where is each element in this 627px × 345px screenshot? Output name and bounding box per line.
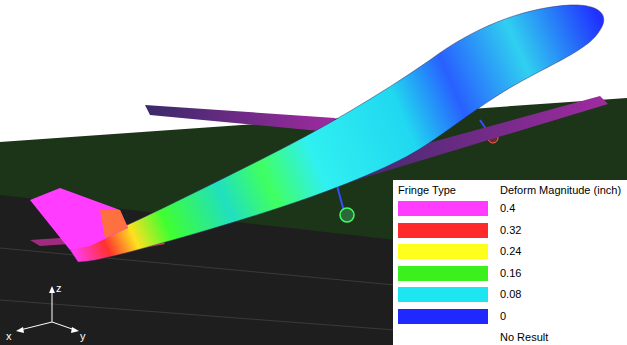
legend-value: No Result	[500, 331, 548, 344]
legend-value: 0.08	[500, 288, 521, 301]
legend-value: 0.4	[500, 202, 515, 215]
legend-swatch	[398, 244, 488, 259]
axis-label: x	[6, 330, 12, 342]
legend-swatch	[398, 309, 488, 324]
legend-swatch	[398, 223, 488, 238]
legend-swatch	[398, 201, 488, 216]
legend-heading: Deform Magnitude (inch)	[500, 184, 621, 197]
legend-value: 0.32	[500, 224, 521, 237]
legend-value: 0	[500, 310, 506, 323]
legend-swatch	[398, 287, 488, 302]
axis-label: y	[80, 330, 86, 342]
legend-value: 0.16	[500, 267, 521, 280]
legend-swatch	[398, 266, 488, 281]
legend-value: 0.24	[500, 245, 521, 258]
legend-heading: Fringe Type	[398, 184, 456, 197]
axis-label: z	[56, 282, 62, 294]
